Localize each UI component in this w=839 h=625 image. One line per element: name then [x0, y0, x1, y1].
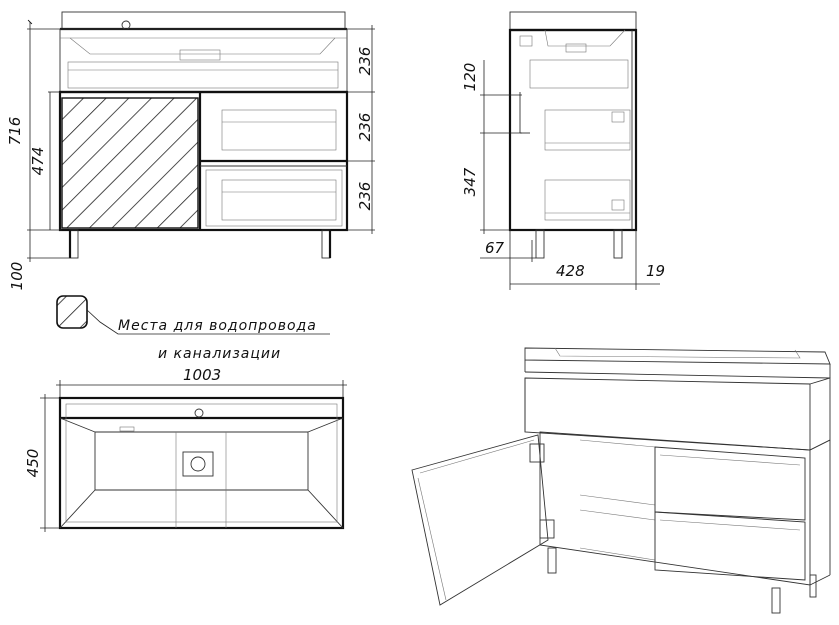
front-view: 716 474 100 236 236 236: [6, 11, 375, 291]
dim-side-depth: 428: [556, 262, 585, 280]
top-view: 1003 450: [24, 366, 347, 532]
isometric-view: [411, 347, 831, 614]
dim-side-leg-offset: 67: [485, 239, 505, 257]
legend: Места для водопровода и канализации: [56, 295, 330, 362]
dim-side-back-offset: 19: [646, 262, 665, 280]
dim-side-upper: 120: [461, 63, 479, 92]
legend-hatch-symbol: [56, 295, 88, 329]
dim-front-body-height: 474: [29, 147, 47, 176]
dim-front-drawer-middle: 236: [356, 113, 374, 142]
dim-front-drawer-top: 236: [356, 47, 374, 76]
legend-line-1: Места для водопровода: [118, 318, 317, 334]
dim-front-total-height: 716: [6, 117, 24, 146]
front-door-hatched: [61, 97, 199, 229]
dim-top-width: 1003: [183, 366, 221, 384]
side-view: 120 347 67 428 19: [461, 11, 665, 290]
legend-line-2: и канализации: [158, 346, 281, 362]
dim-top-depth: 450: [24, 449, 42, 478]
dim-front-drawer-bottom: 236: [356, 182, 374, 211]
dim-front-leg-height: 100: [8, 262, 26, 291]
dim-side-lower: 347: [461, 167, 479, 196]
